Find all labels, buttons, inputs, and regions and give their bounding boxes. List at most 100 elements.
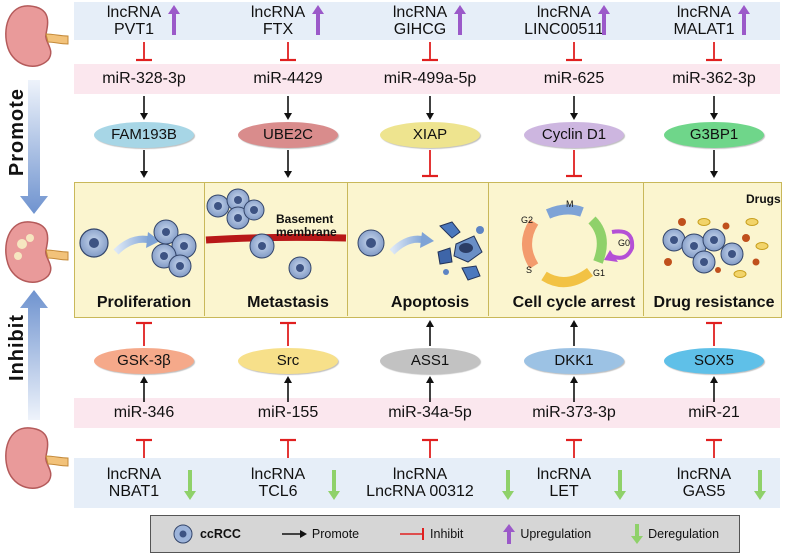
panel-divider <box>347 182 348 316</box>
drugs-label: Drugs <box>746 192 781 206</box>
lncrna-prefix: lncRNA <box>536 466 592 483</box>
apoptosis-illustration <box>357 221 484 281</box>
upregulation-arrow-icon <box>738 5 750 35</box>
side-column <box>5 5 69 489</box>
legend-promote-label: Promote <box>311 527 360 541</box>
process-label: Metastasis <box>247 294 329 311</box>
upper-target-gene: UBE2C <box>238 122 338 148</box>
upregulation-arrow-icon <box>598 5 610 35</box>
upper-mirna-band <box>74 64 780 94</box>
upper-mirna: miR-625 <box>543 70 605 87</box>
legend-cell-label: ccRCC <box>199 527 241 541</box>
upper-target-gene: XIAP <box>380 122 480 148</box>
lower-target-gene: SOX5 <box>664 348 764 374</box>
lower-mirna-band <box>74 398 780 428</box>
legend-up-label: Upregulation <box>520 527 592 541</box>
legend: ccRCC Promote Inhibit Upregulation Dereg… <box>150 515 740 553</box>
lncrna-name: LncRNA 00312 <box>366 483 474 500</box>
legend-down-label: Deregulation <box>648 527 720 541</box>
metastasis-illustration <box>205 188 347 280</box>
lncrna-prefix: lncRNA <box>250 466 306 483</box>
lncrna-prefix: lncRNA <box>250 4 306 21</box>
promote-arrowhead <box>570 320 578 327</box>
inhibit-arrow-icon <box>20 290 48 420</box>
lncrna-name: MALAT1 <box>673 21 735 38</box>
promote-arrowhead <box>284 376 292 383</box>
lncrna-prefix: lncRNA <box>392 4 448 21</box>
lower-mirna: miR-155 <box>257 404 319 421</box>
upregulation-arrow-icon <box>168 5 180 35</box>
lower-target-gene: Src <box>238 348 338 374</box>
promote-arrowhead <box>140 171 148 178</box>
upregulation-arrow-icon <box>312 5 324 35</box>
promote-arrow-icon <box>20 80 48 214</box>
upper-mirna: miR-499a-5p <box>383 70 477 87</box>
ccrcc-cell-icon <box>173 524 193 544</box>
lower-target-gene: ASS1 <box>380 348 480 374</box>
promote-arrowhead <box>284 171 292 178</box>
phase-m-label: M <box>566 199 574 209</box>
lncrna-name: GIHCG <box>393 21 447 38</box>
promote-arrowhead <box>426 320 434 327</box>
legend-promote: Promote <box>281 527 359 541</box>
basement-membrane-label: Basement membrane <box>276 213 337 239</box>
upper-target-gene: FAM193B <box>94 122 194 148</box>
lower-mirna: miR-34a-5p <box>388 404 472 421</box>
upper-lncrna-band <box>74 2 780 40</box>
legend-inhibit: Inhibit <box>399 527 463 541</box>
lncrna-name: LINC00511 <box>524 21 604 38</box>
legend-up: Upregulation <box>503 524 591 544</box>
lncrna-prefix: lncRNA <box>676 466 732 483</box>
promote-arrowhead <box>140 113 148 120</box>
kidney-icon <box>5 5 69 67</box>
phase-g1-label: G1 <box>593 268 606 278</box>
upper-mirna: miR-362-3p <box>672 70 756 87</box>
lncrna-prefix: lncRNA <box>392 466 448 483</box>
deregulation-arrow-icon <box>754 470 766 500</box>
deregulation-arrow-icon <box>328 470 340 500</box>
legend-down: Deregulation <box>631 524 719 544</box>
drug-resistance-illustration <box>662 218 769 278</box>
lower-mirna: miR-346 <box>113 404 175 421</box>
lower-mirna: miR-21 <box>688 404 740 421</box>
promote-arrow-icon <box>281 530 307 538</box>
lncrna-name: LET <box>549 483 579 500</box>
deregulation-arrow-icon <box>502 470 514 500</box>
upper-mirna: miR-328-3p <box>102 70 186 87</box>
legend-cell: ccRCC <box>171 524 241 544</box>
lncrna-prefix: lncRNA <box>536 4 592 21</box>
lower-target-gene: GSK-3β <box>94 348 194 374</box>
kidney-icon <box>5 427 69 489</box>
upper-target-gene: Cyclin D1 <box>524 122 624 148</box>
process-label: Apoptosis <box>390 294 470 311</box>
deregulation-arrow-icon <box>614 470 626 500</box>
promote-arrowhead <box>710 376 718 383</box>
cell-cycle-illustration <box>522 204 635 287</box>
promote-arrowhead <box>426 113 434 120</box>
process-label: Drug resistance <box>653 294 775 311</box>
phase-s-label: S <box>526 265 533 275</box>
promote-arrowhead <box>710 171 718 178</box>
membrane-label: membrane <box>276 225 337 239</box>
panel-divider <box>488 182 489 316</box>
lower-mirna: miR-373-3p <box>532 404 616 421</box>
legend-inhibit-label: Inhibit <box>430 527 464 541</box>
phase-g2-label: G2 <box>521 215 534 225</box>
deregulation-arrow-icon <box>184 470 196 500</box>
inhibit-bar-icon <box>400 528 425 540</box>
promote-arrowhead <box>570 376 578 383</box>
promote-arrowhead <box>140 376 148 383</box>
lncrna-prefix: lncRNA <box>106 4 162 21</box>
up-arrow-icon <box>503 524 516 544</box>
upregulation-arrow-icon <box>454 5 466 35</box>
panel-divider <box>643 182 644 316</box>
phase-g0-label: G0 <box>618 238 631 248</box>
panel-divider <box>204 182 205 316</box>
